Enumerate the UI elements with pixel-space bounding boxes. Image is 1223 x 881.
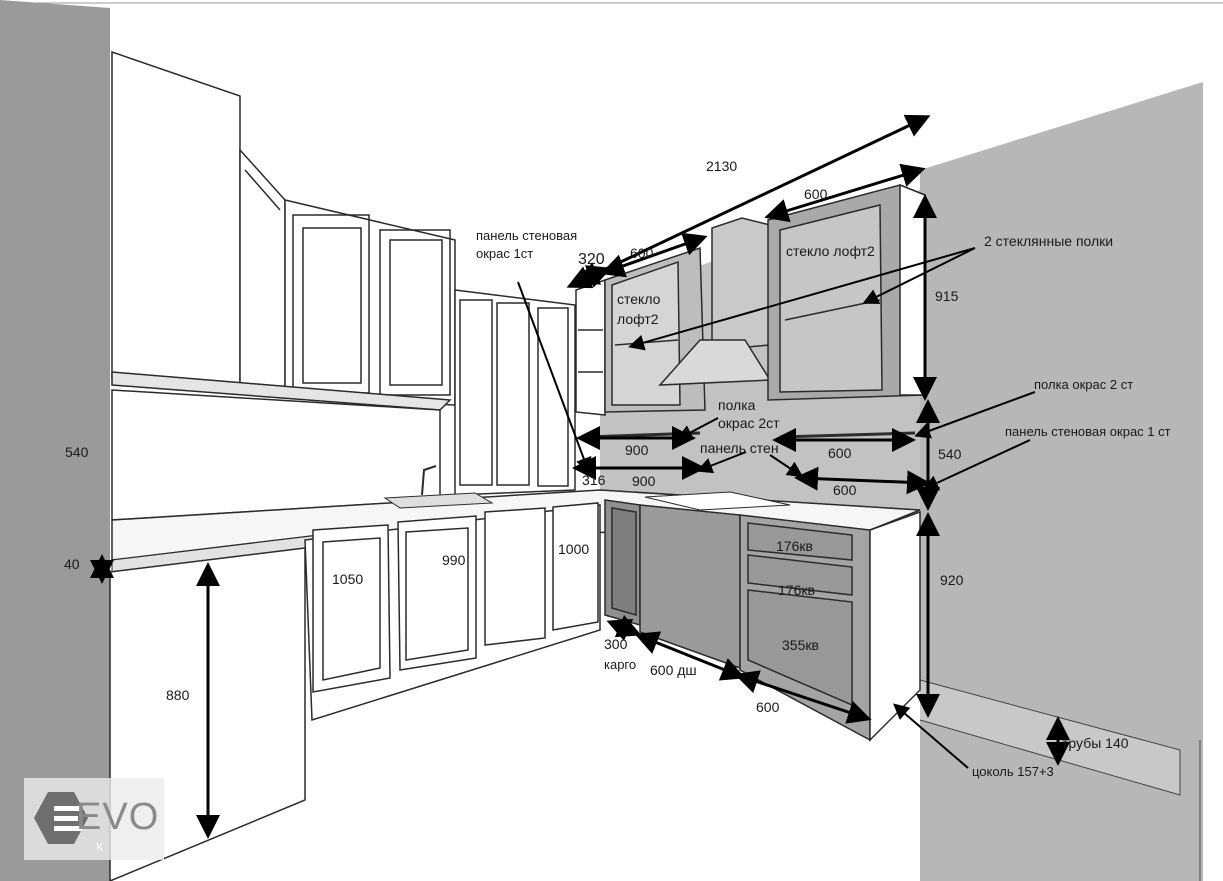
hexagon-logo-icon [34, 792, 88, 844]
dim-540-right: 540 [938, 446, 962, 462]
shelf-paint-right-label: полка окрас 2 ст [1034, 377, 1134, 392]
logo-text: EVO [76, 796, 160, 838]
dim-2130: 2130 [706, 158, 738, 174]
left-wall [0, 0, 110, 881]
glass-left-label: стекло [617, 291, 661, 307]
wall-panel-short-label: панель стен [700, 440, 779, 456]
left-upper-cabinets [111, 50, 456, 411]
glass-left-label-2: лофт2 [617, 311, 659, 327]
dim-920: 920 [940, 572, 964, 588]
logo-subtext: К [96, 840, 103, 854]
evo-logo: EVO К [24, 778, 164, 860]
dim-990: 990 [442, 552, 466, 568]
tall-window-units [454, 289, 576, 496]
lower-left-cabinets [304, 502, 601, 722]
dim-880: 880 [166, 687, 190, 703]
dim-600-panel-right: 600 [833, 482, 857, 498]
dimension-lines [90, 114, 1070, 839]
dim-1050: 1050 [332, 571, 364, 587]
shelf-paint-mid-label: полка [718, 397, 756, 413]
dim-600-top-right: 600 [804, 186, 828, 202]
dim-540-left: 540 [65, 444, 89, 460]
cargo-label: карго [604, 657, 637, 672]
dim-900-panel: 900 [632, 473, 656, 489]
drawer-1-label: 176кв [776, 538, 813, 554]
drawer-2-label: 176кв [778, 582, 815, 598]
dim-316: 316 [582, 472, 606, 488]
dim-600-shelf-right: 600 [828, 445, 852, 461]
glass-shelves-label: 2 стеклянные полки [984, 233, 1114, 249]
wall-panel-right-label: панель стеновая окрас 1 ст [1005, 424, 1171, 439]
dim-600-dishwasher: 600 дш [650, 662, 697, 678]
glass-right-label: стекло лофт2 [786, 243, 875, 259]
dim-1000: 1000 [558, 541, 590, 557]
dim-900-shelf: 900 [625, 442, 649, 458]
dim-915: 915 [935, 288, 959, 304]
wall-panel-top-label: панель стеновая [476, 228, 578, 243]
drawer-3-label: 355кв [782, 637, 819, 653]
plinth-label: цоколь 157+3 [972, 764, 1054, 779]
pipes-label: трубы 140 [1062, 735, 1129, 751]
dim-600-top-mid: 600 [630, 245, 654, 261]
sink [383, 492, 494, 509]
dim-40: 40 [64, 556, 80, 572]
dim-600-base: 600 [756, 699, 780, 715]
dim-320: 320 [578, 251, 605, 268]
right-wall [920, 82, 1203, 881]
shelf-paint-mid-label-2: окрас 2ст [718, 415, 780, 431]
dim-300: 300 [604, 636, 628, 652]
wall-panel-top-label-2: окрас 1ст [476, 246, 534, 261]
leader-lines [517, 247, 1036, 769]
